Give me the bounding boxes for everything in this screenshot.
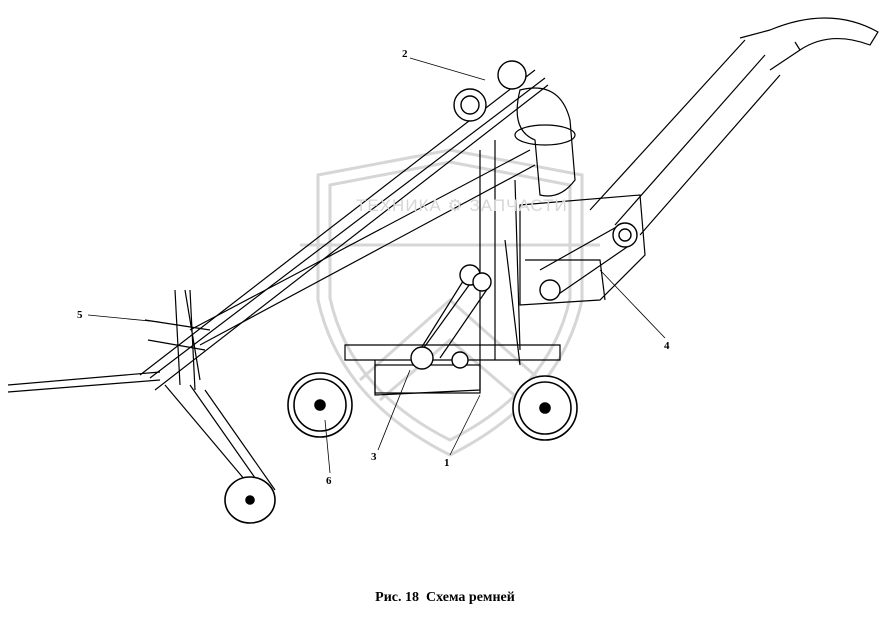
leader-lines bbox=[87, 57, 666, 474]
pulley-4-upper bbox=[612, 222, 638, 248]
pulley-4-lower bbox=[539, 279, 561, 301]
pulley-top bbox=[497, 60, 527, 90]
figure-title: Схема ремней bbox=[426, 590, 515, 605]
leader-3 bbox=[377, 369, 411, 451]
machine-lines bbox=[7, 17, 879, 491]
watermark-text: ТЕХНИКА ⚙ ЗАПЧАСТИ bbox=[356, 196, 568, 215]
figure-caption: Рис. 18 Схема ремней bbox=[0, 590, 890, 606]
callout-6: 6 bbox=[326, 475, 332, 487]
callout-4: 4 bbox=[664, 340, 670, 352]
pulley-2 bbox=[453, 88, 487, 122]
tow-bar bbox=[7, 371, 161, 393]
auger-feeder bbox=[164, 384, 276, 491]
discharge-spout bbox=[739, 17, 879, 71]
feeder-conveyor bbox=[189, 149, 536, 346]
pulley-mid-2 bbox=[472, 272, 492, 292]
fan-housing bbox=[516, 87, 576, 197]
callout-2: 2 bbox=[402, 48, 408, 60]
belt-4 bbox=[539, 224, 631, 301]
leader-5 bbox=[87, 314, 161, 323]
pulleys bbox=[410, 60, 638, 370]
leader-1 bbox=[449, 394, 481, 456]
pulley-3 bbox=[410, 346, 434, 370]
leader-4 bbox=[599, 269, 666, 339]
leader-2 bbox=[409, 57, 486, 81]
discharge-conveyor bbox=[589, 39, 781, 236]
wheels bbox=[224, 372, 578, 524]
frame-box bbox=[374, 364, 481, 394]
cleaning-unit bbox=[519, 194, 646, 306]
figure-label: Рис. 18 bbox=[375, 590, 420, 605]
callout-3: 3 bbox=[371, 451, 377, 463]
callout-1: 1 bbox=[444, 457, 450, 469]
pulley-1 bbox=[451, 351, 469, 369]
leader-6 bbox=[324, 419, 331, 474]
callout-5: 5 bbox=[77, 309, 83, 321]
